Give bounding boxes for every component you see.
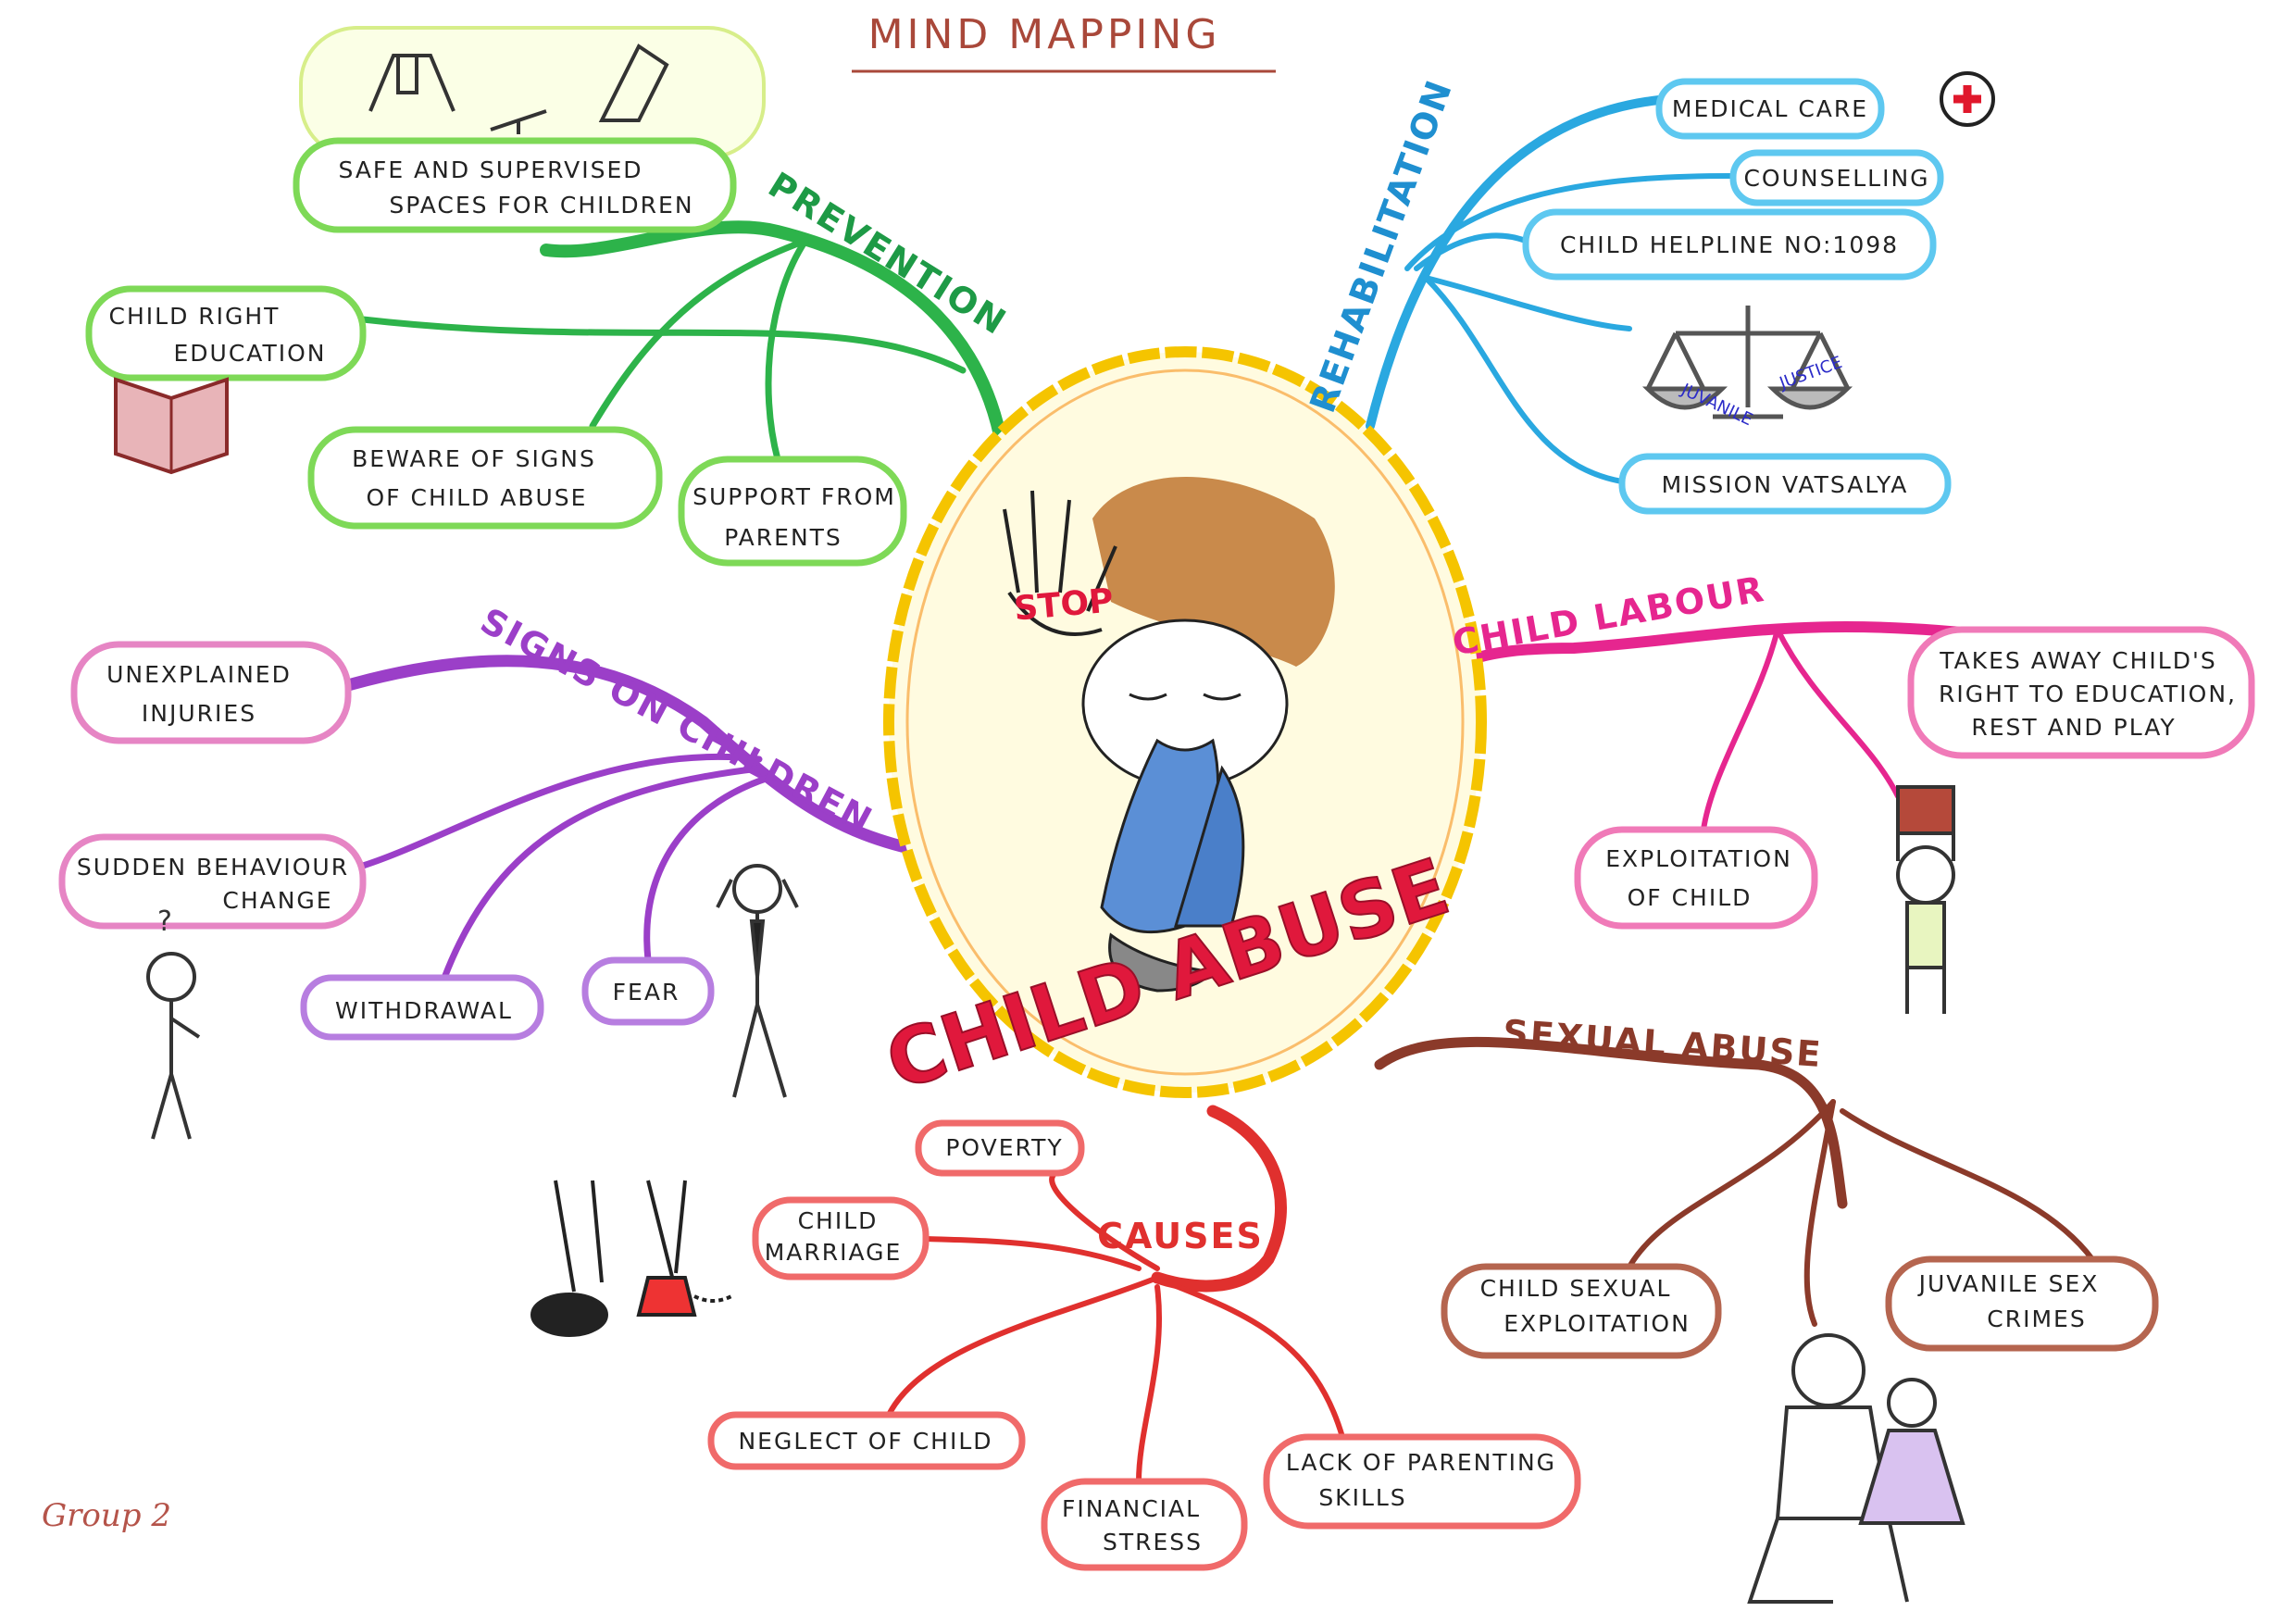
node-label-line: EXPLOITATION [1605, 845, 1792, 872]
node-fear [581, 956, 715, 1026]
node-label: CHILD SEXUAL EXPLOITATION [1480, 1275, 1691, 1337]
node-child-marriage [752, 1196, 930, 1280]
node-label-line: SPACES FOR CHILDREN [389, 192, 693, 219]
node-juvenile-sex-crimes [1885, 1255, 2159, 1352]
node-label-line: CHILD SEXUAL [1480, 1275, 1672, 1302]
node-label: COUNSELLING [1743, 165, 1929, 192]
node-label-line: RIGHT TO EDUCATION, [1939, 681, 2237, 707]
node-label-line: SUPPORT FROM [693, 483, 896, 510]
node-label-line: STRESS [1103, 1529, 1203, 1555]
node-unexplained-injuries [70, 641, 352, 744]
node-label: EXPLOITATION OF CHILD [1605, 845, 1792, 911]
node-label: ? [157, 906, 172, 938]
child-labour-nodes: TAKES AWAY CHILD'S RIGHT TO EDUCATION, RES… [1574, 626, 2255, 1014]
node-label-line: SUDDEN BEHAVIOUR [77, 854, 349, 881]
node-label-line: INJURIES [142, 700, 256, 727]
node-child-helpline [1522, 208, 1937, 281]
node-lack-of-parenting [1263, 1433, 1581, 1530]
node-label-line: BEWARE OF SIGNS [352, 445, 596, 472]
node-neglect [707, 1411, 1026, 1470]
node-label-line: REST AND PLAY [1971, 714, 2176, 741]
signs-branches [342, 655, 932, 981]
node-child-sexual-exploitation [1441, 1263, 1722, 1359]
node-label: SUPPORT FROM PARENTS [693, 483, 896, 551]
node-label-line: LACK OF PARENTING [1286, 1449, 1556, 1476]
node-label: LACK OF PARENTING SKILLS [1286, 1449, 1556, 1511]
sexual-abuse-branches [1374, 1036, 2095, 1327]
sexual-abuse-nodes: CHILD SEXUAL EXPLOITATION JUVANILE SEX CRI… [1441, 1255, 2159, 1604]
node-label: MISSION VATSALYA [1662, 471, 1909, 498]
red-cross-icon [1940, 71, 1995, 127]
node-label-line: JUVANILE SEX [1917, 1270, 2100, 1297]
node-label: CHILD MARRIAGE [765, 1207, 903, 1266]
map-title: MIND MAPPING [868, 11, 1221, 58]
node-exploitation [1574, 826, 1818, 930]
prevention-branches [359, 220, 1006, 463]
node-beware-signs [307, 426, 663, 530]
node-mission-vatsalya [1618, 453, 1952, 515]
node-sudden-behaviour [58, 833, 367, 930]
node-counselling [1729, 149, 1944, 206]
node-label: BEWARE OF SIGNS OF CHILD ABUSE [352, 445, 596, 511]
node-label: JUVANILE SEX CRIMES [1917, 1270, 2100, 1332]
node-label: NEGLECT OF CHILD [738, 1428, 992, 1455]
stop-label: STOP [1013, 581, 1116, 628]
node-poverty [915, 1119, 1085, 1177]
node-label: POVERTY [945, 1134, 1063, 1161]
node-label-line: PARENTS [724, 524, 842, 551]
causes-label: CAUSES [1097, 1216, 1264, 1256]
node-medical-care [1655, 78, 1885, 140]
node-child-right-education [85, 285, 367, 381]
node-label-line: EDUCATION [174, 340, 327, 367]
group-label: Group 2 [42, 1497, 171, 1534]
node-label-line: SKILLS [1318, 1484, 1406, 1511]
center-node: STOP CHILD ABUSE [875, 346, 1487, 1108]
node-label: TAKES AWAY CHILD'S RIGHT TO EDUCATION, RES… [1939, 647, 2237, 741]
node-label-line: TAKES AWAY CHILD'S [1939, 647, 2216, 674]
node-label: FEAR [613, 979, 680, 1006]
causes-branches [886, 1105, 1345, 1484]
sexual-abuse-label: SEXUAL ABUSE [1502, 1012, 1824, 1075]
node-label-line: UNEXPLAINED [106, 661, 292, 688]
node-label-line: SAFE AND SUPERVISED [339, 156, 643, 183]
signs-nodes: UNEXPLAINED INJURIES SUDDEN BEHAVIOUR CHAN… [58, 641, 799, 1140]
node-label: FINANCIAL STRESS [1062, 1495, 1203, 1555]
rehabilitation-nodes: MEDICAL CARE COUNSELLING CHILD HELPLINE … [1522, 71, 1995, 515]
node-label: MEDICAL CARE [1672, 95, 1868, 122]
rehabilitation-branches [1366, 95, 1736, 484]
node-label: UNEXPLAINED INJURIES [106, 661, 292, 727]
node-label-line: OF CHILD [1628, 884, 1753, 911]
node-support-parents [678, 456, 907, 567]
node-label-line: CHANGE [222, 887, 332, 914]
node-label-line: CHILD [798, 1207, 879, 1234]
prevention-nodes: SAFE AND SUPERVISED SPACES FOR CHILDREN C… [85, 26, 907, 567]
child-illustration [1003, 477, 1335, 993]
node-label: CHILD RIGHT EDUCATION [109, 303, 327, 367]
node-safe-spaces [293, 137, 737, 233]
node-label-line: CHILD RIGHT [109, 303, 281, 330]
confused-stick-figure-icon: ? [146, 906, 201, 1140]
node-label-line: CRIMES [1987, 1305, 2086, 1332]
node-label: SUDDEN BEHAVIOUR CHANGE [77, 854, 349, 914]
node-label-line: MARRIAGE [765, 1239, 903, 1266]
chained-feet-icon [530, 1180, 732, 1337]
scared-stick-figure-icon [716, 864, 799, 1098]
child-carrying-bricks-icon [1896, 785, 1955, 1014]
node-takes-away [1907, 626, 2255, 759]
signs-label: SIGNS ON CHILDREN [474, 600, 880, 842]
node-label: SAFE AND SUPERVISED SPACES FOR CHILDREN [339, 156, 694, 219]
scales-of-justice-icon: JUVANILE JUSTICE [1641, 306, 1853, 430]
node-label: WITHDRAWAL [335, 997, 513, 1024]
causes-nodes: POVERTY CHILD MARRIAGE NEGLECT OF CHILD F… [530, 1119, 1581, 1571]
node-label-line: EXPLOITATION [1504, 1310, 1691, 1337]
node-label-line: OF CHILD ABUSE [367, 484, 588, 511]
book-icon [114, 377, 229, 475]
node-label: CHILD HELPLINE NO:1098 [1560, 231, 1899, 258]
node-label-line: FINANCIAL [1062, 1495, 1201, 1522]
playground-icon [368, 44, 669, 134]
node-financial-stress [1041, 1478, 1248, 1571]
node-withdrawal [300, 974, 544, 1041]
adult-and-child-illustration [1747, 1333, 1965, 1604]
